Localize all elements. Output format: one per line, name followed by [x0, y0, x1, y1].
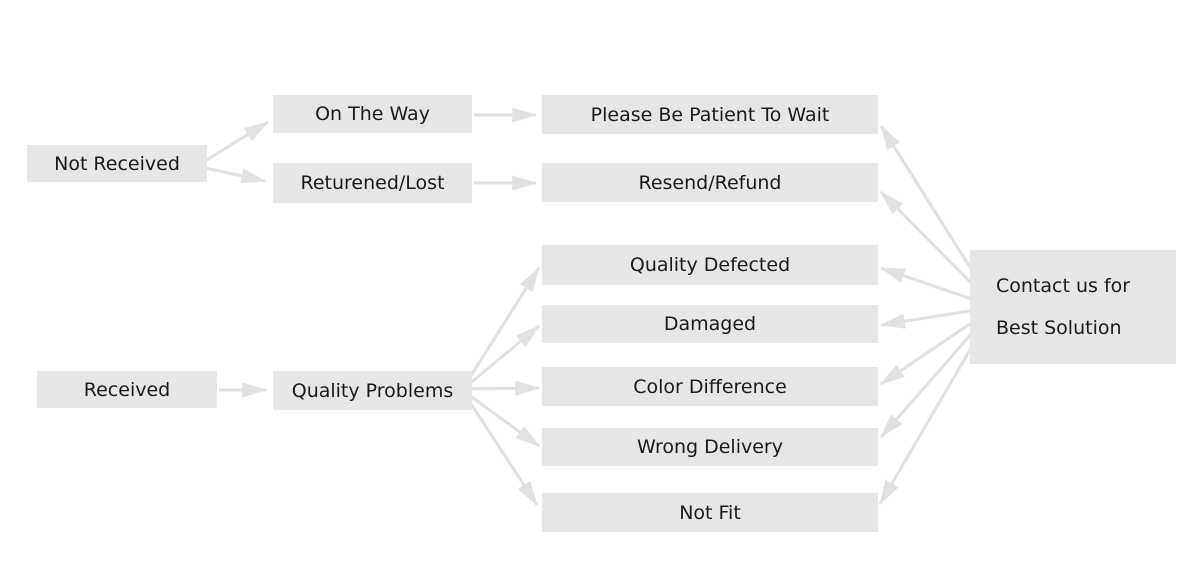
- arrow-not-received-to-returened-lost: [204, 166, 267, 184]
- node-received: Received: [37, 371, 217, 408]
- node-wrong-delivery: Wrong Delivery: [542, 428, 878, 466]
- node-on-the-way: On The Way: [273, 95, 472, 133]
- node-resend-refund: Resend/Refund: [542, 163, 878, 202]
- arrow-quality-problems-to-damaged: [461, 324, 540, 392]
- arrow-not-received-to-on-the-way: [204, 120, 270, 163]
- node-color-difference: Color Difference: [542, 367, 878, 406]
- node-contact-us-for-best-solution: Contact us for Best Solution: [970, 250, 1176, 364]
- node-quality-problems: Quality Problems: [273, 371, 472, 410]
- arrow-quality-problems-to-wrong-delivery: [461, 388, 541, 448]
- arrow-quality-problems-to-color-difference: [461, 380, 541, 396]
- node-quality-defected: Quality Defected: [542, 245, 878, 285]
- node-damaged: Damaged: [542, 305, 878, 343]
- arrow-quality-problems-to-quality-defected: [460, 266, 541, 391]
- contact-line-1: Contact us for: [996, 275, 1131, 297]
- node-not-received: Not Received: [27, 145, 207, 182]
- arrow-quality-problems-to-not-fit: [460, 389, 539, 507]
- contact-line-2: Best Solution: [996, 317, 1122, 339]
- node-please-be-patient-to-wait: Please Be Patient To Wait: [542, 95, 878, 134]
- node-returened-lost: Returened/Lost: [273, 163, 472, 203]
- node-not-fit: Not Fit: [542, 493, 878, 532]
